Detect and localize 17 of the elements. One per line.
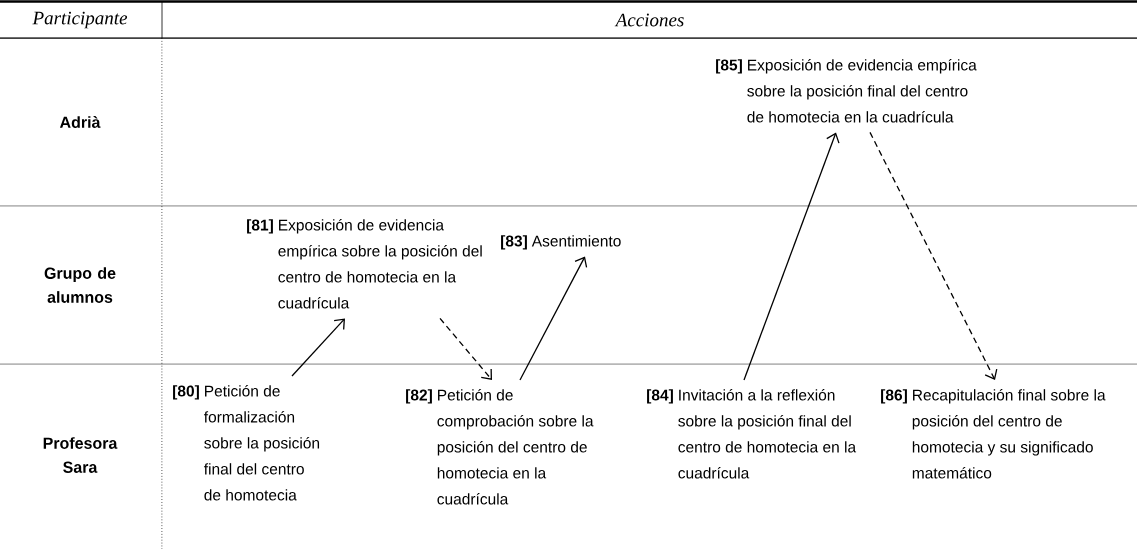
dashed-arrow <box>869 131 998 380</box>
column-header: Acciones <box>614 13 684 27</box>
row-label: Profesora Sara <box>43 437 118 473</box>
row-label: Adrià <box>59 116 101 128</box>
arrow <box>291 318 345 377</box>
action-text: [82] Petición de comprobación sobre la posición del centro de homotecia en la cuadrícula <box>406 389 594 505</box>
action-text: [86] Recapitulación final sobre la posición del centro de homotecia y su significado matemático <box>881 389 1106 479</box>
arrow <box>519 256 588 381</box>
row-label: Grupo de alumnos <box>44 267 116 303</box>
action-text: [81] Exposición de evidencia empírica sobre la posición del centro de homotecia en la cuadrícula <box>247 219 482 309</box>
action-text: [83] Asentimiento <box>501 235 621 250</box>
arrow <box>743 132 840 381</box>
dashed-arrow <box>439 317 492 380</box>
column-header: Participante <box>32 11 128 29</box>
action-text: [85] Exposición de evidencia empírica sobre la posición final del centro de homotecia en la cuadrícula <box>716 59 977 123</box>
action-text: [84] Invitación a la reflexión sobre la posición final del centro de homotecia en la cuadrícula <box>647 389 857 479</box>
action-text: [80] Petición de formalización sobre la posición final del centro de homotecia <box>173 385 320 501</box>
